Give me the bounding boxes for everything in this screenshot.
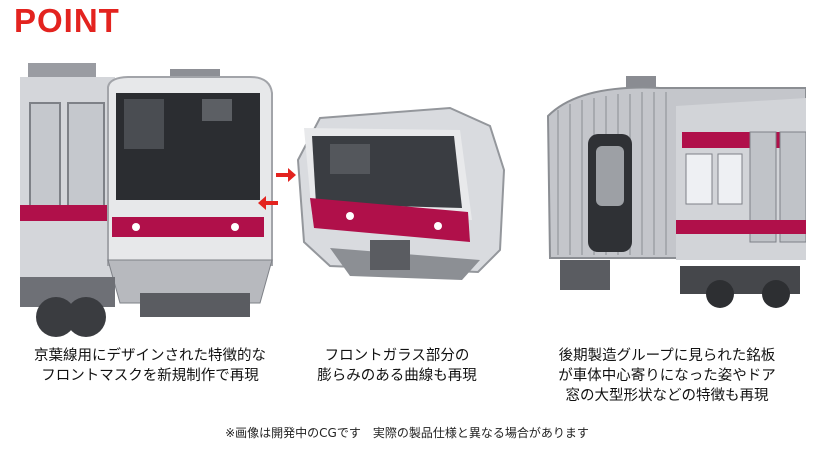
caption-side-door: 後期製造グループに見られた銘板 が車体中心寄りになった姿やドア 窓の大型形状など… xyxy=(520,346,814,406)
caption-line: 膨らみのある曲線も再現 xyxy=(317,368,477,384)
caption-line: フロントマスクを新規制作で再現 xyxy=(41,368,259,384)
caption-front-glass: フロントガラス部分の 膨らみのある曲線も再現 xyxy=(280,346,514,386)
caption-line: 京葉線用にデザインされた特徴的な xyxy=(34,348,266,364)
front-view-render xyxy=(20,63,273,337)
footnote: ※画像は開発中のCGです 実際の製品仕様と異なる場合があります xyxy=(225,426,589,440)
caption-front-mask: 京葉線用にデザインされた特徴的な フロントマスクを新規制作で再現 xyxy=(0,346,300,386)
caption-line: が車体中心寄りになった姿やドア xyxy=(558,368,776,384)
caption-line: 後期製造グループに見られた銘板 xyxy=(558,348,776,364)
point-heading: POINT xyxy=(14,2,120,39)
arrow-left-icon xyxy=(258,196,278,210)
arrow-right-icon xyxy=(276,168,296,182)
side-door-render xyxy=(546,76,806,308)
caption-line: 窓の大型形状などの特徴も再現 xyxy=(565,388,769,404)
front-glass-render xyxy=(296,106,506,280)
caption-line: フロントガラス部分の xyxy=(324,348,470,364)
